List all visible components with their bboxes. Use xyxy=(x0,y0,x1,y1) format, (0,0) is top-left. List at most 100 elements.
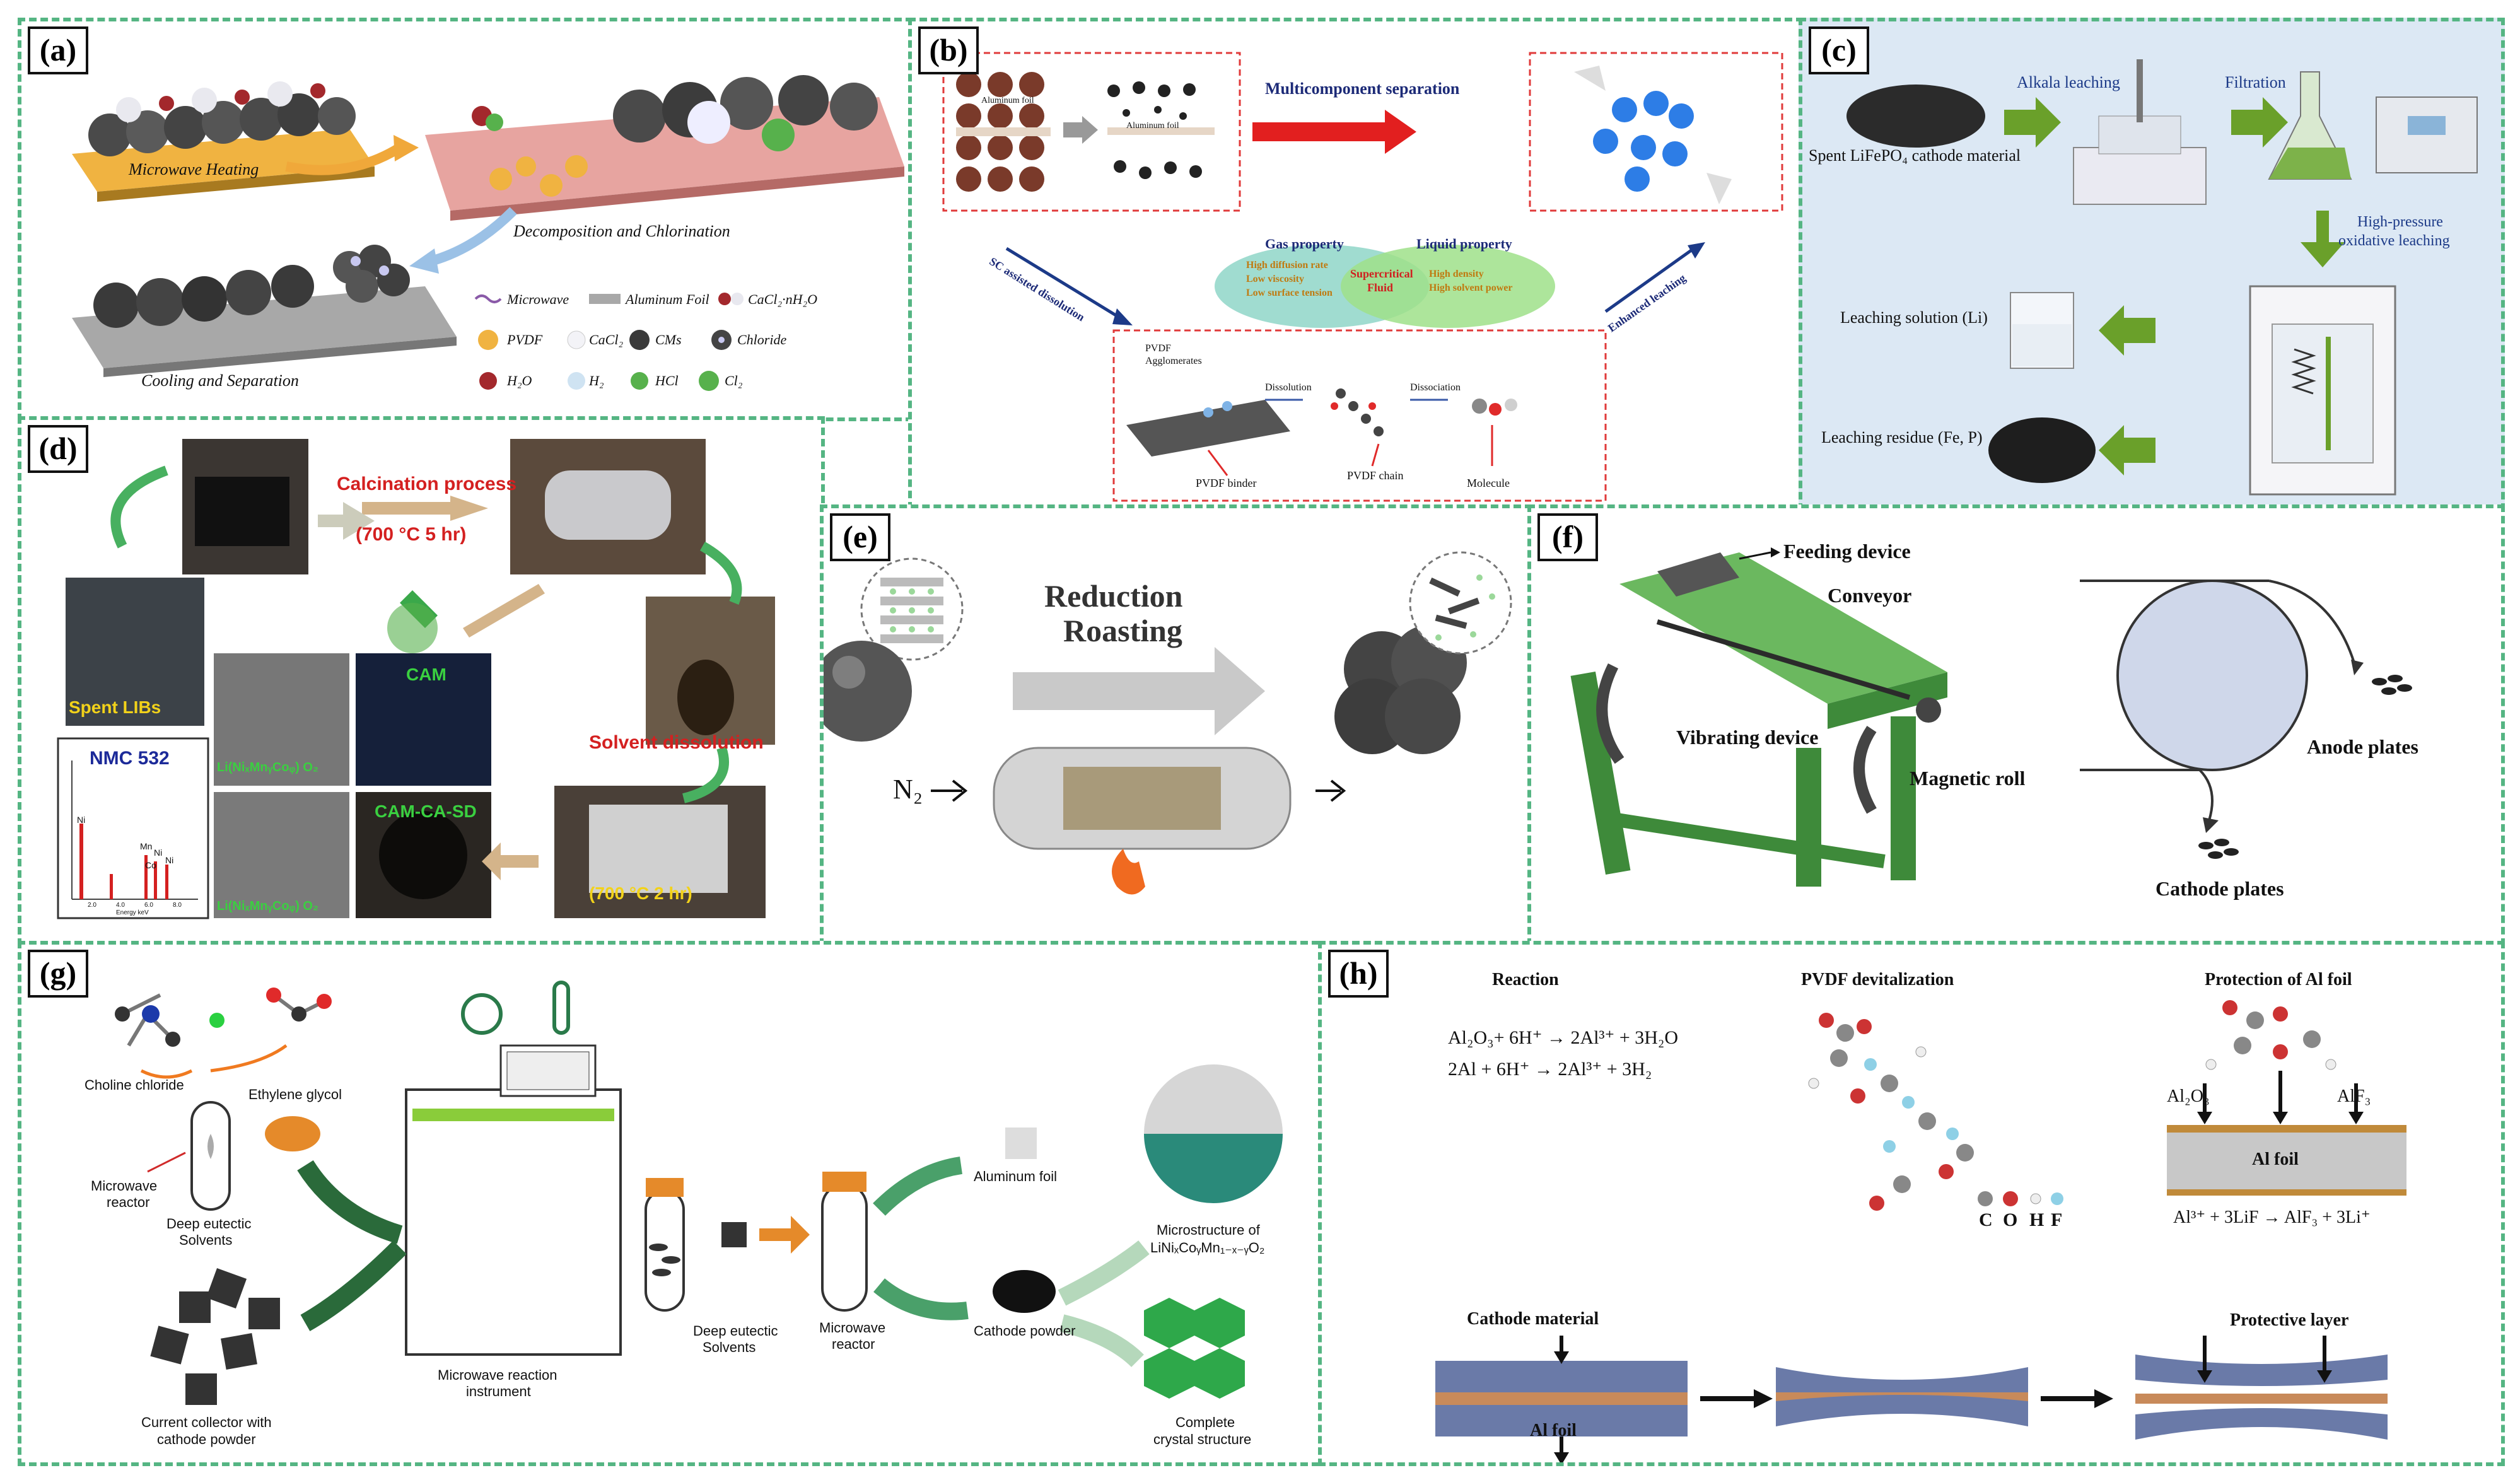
panel-b-label: (b) xyxy=(918,26,979,74)
equation-1: Al₂O₃+ 6H⁺ → 2Al³⁺ + 3H₂O xyxy=(1448,1027,1679,1048)
high-pressure-line2: oxidative leaching xyxy=(2338,233,2450,249)
step-cooling: Cooling and Separation xyxy=(141,371,299,390)
cathode-plates-label: Cathode plates xyxy=(2155,877,2284,900)
al-foil-label: Al foil xyxy=(2252,1150,2299,1169)
legend-pvdf: PVDF xyxy=(507,332,543,347)
liquid-item-1: High density xyxy=(1429,269,1484,279)
legend-cl2: Cl₂ xyxy=(725,373,743,388)
panel-e-illustration xyxy=(824,551,1512,895)
panel-f-label: (f) xyxy=(1537,513,1598,561)
panel-g: (g) Choline xyxy=(18,941,1342,1466)
legend-h2o: H₂O xyxy=(507,373,532,388)
step-decomposition: Decomposition and Chlorination xyxy=(513,222,730,240)
des-1-line2: Solvents xyxy=(179,1232,233,1248)
legend-microwave: Microwave xyxy=(507,291,569,307)
magnetic-roll-label: Magnetic roll xyxy=(1910,767,2026,790)
atom-f: F xyxy=(2051,1209,2063,1230)
supercritical-label: Supercritical xyxy=(1350,267,1413,280)
n2-label: N₂ xyxy=(893,774,923,805)
instrument-line2: instrument xyxy=(466,1384,531,1399)
leaching-residue-label: Leaching residue (Fe, P) xyxy=(1821,428,1983,446)
alkali-leaching-label: Alkala leaching xyxy=(2017,73,2120,91)
choline-chloride-label: Choline chloride xyxy=(85,1077,184,1093)
microwave-reactor-1-line1: Microwave xyxy=(91,1178,158,1194)
panel-a-label: (a) xyxy=(28,26,88,74)
complete-line2: crystal structure xyxy=(1153,1431,1252,1447)
legend-hcl: HCl xyxy=(655,373,679,388)
gas-item-2: Low viscosity xyxy=(1246,274,1304,284)
complete-line1: Complete xyxy=(1175,1414,1235,1430)
vibrating-device-label: Vibrating device xyxy=(1676,726,1819,749)
panel-e: (e) Reduction Roasting N₂ xyxy=(820,504,1532,946)
alf3-label: AlF₃ xyxy=(2337,1087,2371,1106)
panel-d: (d) Calcination process (700 ° xyxy=(18,416,825,946)
equation-2: 2Al + 6H⁺ → 2Al³⁺ + 3H₂ xyxy=(1448,1059,1652,1080)
leaching-solution-label: Leaching solution (Li) xyxy=(1840,308,1988,327)
eds-tick-4: 4.0 xyxy=(116,902,125,909)
eds-tick-6: 6.0 xyxy=(144,902,153,909)
panel-b: (b) xyxy=(908,18,1804,510)
conveyor-label: Conveyor xyxy=(1828,584,1912,607)
eds-peak-mn: Mn xyxy=(140,841,153,851)
molecule-label: Molecule xyxy=(1467,477,1510,489)
panel-g-label: (g) xyxy=(28,950,88,998)
panel-f-illustration xyxy=(1570,547,2412,887)
anode-plates-label: Anode plates xyxy=(2307,735,2418,758)
legend-aluminum-foil: Aluminum Foil xyxy=(626,291,709,307)
reduction-title: Reduction xyxy=(1044,578,1183,614)
eds-peak-co: Co xyxy=(145,860,156,870)
anneal-temp: (700 °C 2 hr) xyxy=(589,883,692,903)
panel-c-label: (c) xyxy=(1809,26,1869,74)
equation-3: Al³⁺ + 3LiF → AlF₃ + 3Li⁺ xyxy=(2173,1208,2371,1227)
gas-item-1: High diffusion rate xyxy=(1246,260,1328,271)
panel-b-illustration xyxy=(942,52,1783,502)
al2o3-label: Al₂O₃ xyxy=(2167,1087,2210,1106)
roasting-title: Roasting xyxy=(1063,613,1182,648)
ethylene-glycol-label: Ethylene glycol xyxy=(248,1087,342,1102)
pvdf-devitalization-title: PVDF devitalization xyxy=(1801,970,1954,989)
panel-h-illustration xyxy=(1435,1000,2406,1462)
des-1-line1: Deep eutectic xyxy=(166,1216,252,1232)
eds-tick-8: 8.0 xyxy=(173,902,182,909)
current-collector-line1: Current collector with xyxy=(141,1414,272,1430)
formula-2: Li(NiₓMnᵧCoᵩ) O₂ xyxy=(217,899,318,913)
eds-peak-ni-1: Ni xyxy=(154,848,163,858)
reaction-title: Reaction xyxy=(1492,970,1559,989)
panel-f: (f) Feeding device Conveyor Vibrating de… xyxy=(1527,504,2505,946)
cam-label: CAM xyxy=(406,665,446,684)
des-2-line1: Deep eutectic xyxy=(693,1323,778,1339)
foil-right-label: Aluminum foil xyxy=(1126,121,1179,131)
spent-lifepo4-label: Spent LiFePO₄ cathode material xyxy=(1809,146,2021,165)
microstructure-line2: LiNiₓCoᵧMn₁₋ₓ₋ᵧO₂ xyxy=(1150,1240,1265,1256)
panel-e-label: (e) xyxy=(830,513,890,561)
microstructure-line1: Microstructure of xyxy=(1157,1222,1260,1238)
dissolution-label: Dissolution xyxy=(1265,382,1312,393)
dissociation-label: Dissociation xyxy=(1410,382,1461,393)
panel-h: (h) xyxy=(1318,941,2505,1466)
legend-cacl2: CaCl₂ xyxy=(589,332,624,347)
pvdf-chain-label: PVDF chain xyxy=(1347,469,1404,482)
microwave-reactor-1-line2: reactor xyxy=(107,1194,150,1210)
gas-item-3: Low surface tension xyxy=(1246,288,1333,298)
legend-chloride: Chloride xyxy=(737,332,787,347)
calcination-label: Calcination process xyxy=(337,474,517,494)
al-foil-bottom-label: Al foil xyxy=(1530,1421,1577,1440)
panel-a-illustration xyxy=(72,75,904,391)
solvent-dissolution-label: Solvent dissolution xyxy=(589,732,764,753)
panel-a: (a) xyxy=(18,18,913,421)
protective-layer-label: Protective layer xyxy=(2230,1310,2349,1330)
panel-c: (c) Spent LiFePO₄ cathode material Alkal… xyxy=(1799,18,2505,522)
atom-o: O xyxy=(2003,1209,2018,1230)
panel-d-illustration xyxy=(57,439,775,919)
protection-title: Protection of Al foil xyxy=(2205,970,2352,989)
eds-peak-ni-2: Ni xyxy=(165,855,174,865)
microwave-reactor-2-line2: reactor xyxy=(832,1336,875,1352)
filtration-label: Filtration xyxy=(2225,73,2286,91)
instrument-line1: Microwave reaction xyxy=(438,1367,557,1383)
calcination-temp: (700 °C 5 hr) xyxy=(356,524,467,545)
pvdf-binder-label: PVDF binder xyxy=(1196,477,1257,489)
cathode-material-label: Cathode material xyxy=(1467,1309,1599,1329)
pvdf-agglomerates-1: PVDF xyxy=(1145,343,1171,354)
aluminum-foil-label: Aluminum foil xyxy=(974,1168,1058,1184)
multicomponent-separation: Multicomponent separation xyxy=(1265,79,1460,98)
